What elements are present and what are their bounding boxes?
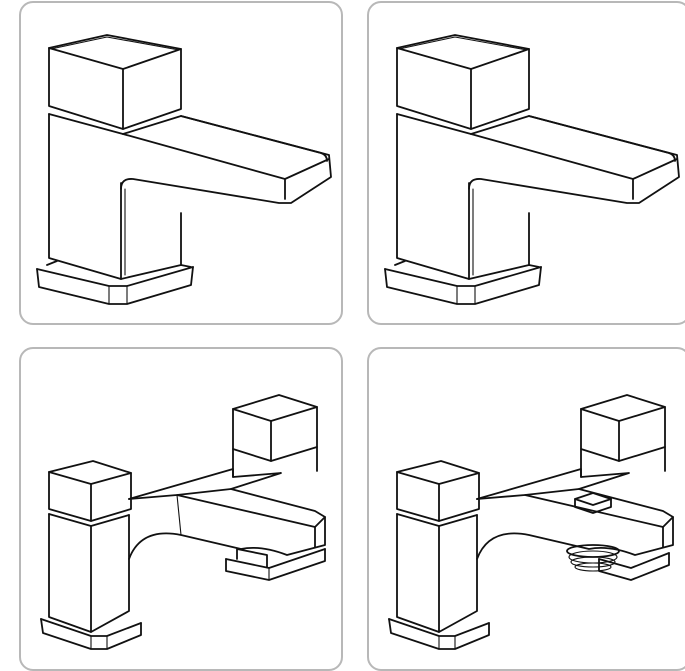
product-card-1[interactable] [19,1,343,325]
product-card-2[interactable] [367,1,685,325]
bath-filler-icon [40,394,326,650]
product-card-3[interactable] [19,347,343,671]
bath-filler-pop-up-waste-icon [388,394,674,650]
basin-tap-icon [36,34,332,305]
basin-tap-icon [384,34,680,305]
product-card-4[interactable] [367,347,685,671]
